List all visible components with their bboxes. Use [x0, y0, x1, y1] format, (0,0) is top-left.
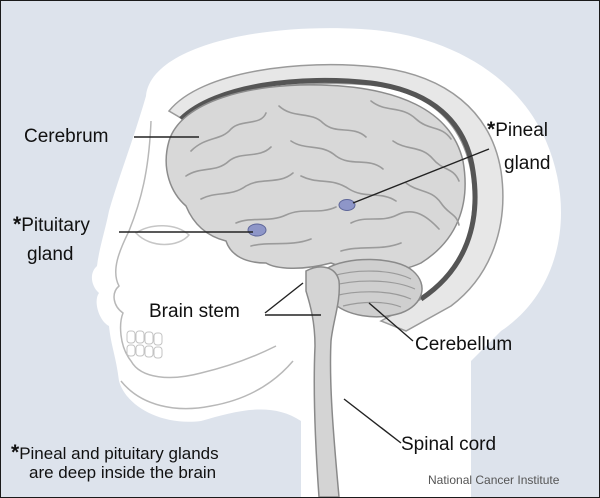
pituitary-label-line2: gland	[27, 244, 74, 265]
skull-outline	[113, 120, 277, 379]
pineal-gland	[338, 199, 356, 211]
cerebrum-label: Cerebrum	[24, 126, 109, 147]
brain-stem-label: Brain stem	[149, 301, 240, 322]
teeth	[126, 330, 163, 359]
spinal-cord-label: Spinal cord	[401, 434, 497, 455]
leader-lines	[119, 136, 490, 444]
pineal-label-line1: Pineal	[495, 120, 549, 141]
footnote-line1: *Pineal and pituitary glands	[11, 441, 219, 464]
jaw-outline	[120, 360, 294, 410]
brain-stem-shape	[305, 266, 341, 497]
pituitary-asterisk: *	[13, 213, 22, 236]
eye-socket	[134, 225, 191, 246]
cerebellum-label: Cerebellum	[415, 334, 513, 355]
cerebellum-leader	[368, 302, 414, 342]
spinal-cord-leader	[343, 398, 402, 444]
pineal-label-line2: gland	[504, 153, 551, 174]
footnote: *Pineal and pituitary glands are deep in…	[11, 441, 219, 482]
pineal-label: *Pineal	[487, 119, 548, 142]
brain-stem-leader-upper	[264, 282, 304, 314]
gyri-texture	[185, 100, 460, 252]
pituitary-label-line1: Pituitary	[21, 215, 90, 236]
pituitary-gland	[247, 223, 267, 237]
credit-text: National Cancer Institute	[428, 473, 560, 487]
footnote-line2: are deep inside the brain	[29, 463, 217, 482]
skull-lining	[179, 77, 478, 302]
pineal-leader	[352, 148, 490, 204]
pineal-asterisk: *	[487, 118, 496, 141]
pituitary-label: *Pituitary	[13, 214, 90, 237]
footnote-asterisk: *	[11, 441, 20, 464]
